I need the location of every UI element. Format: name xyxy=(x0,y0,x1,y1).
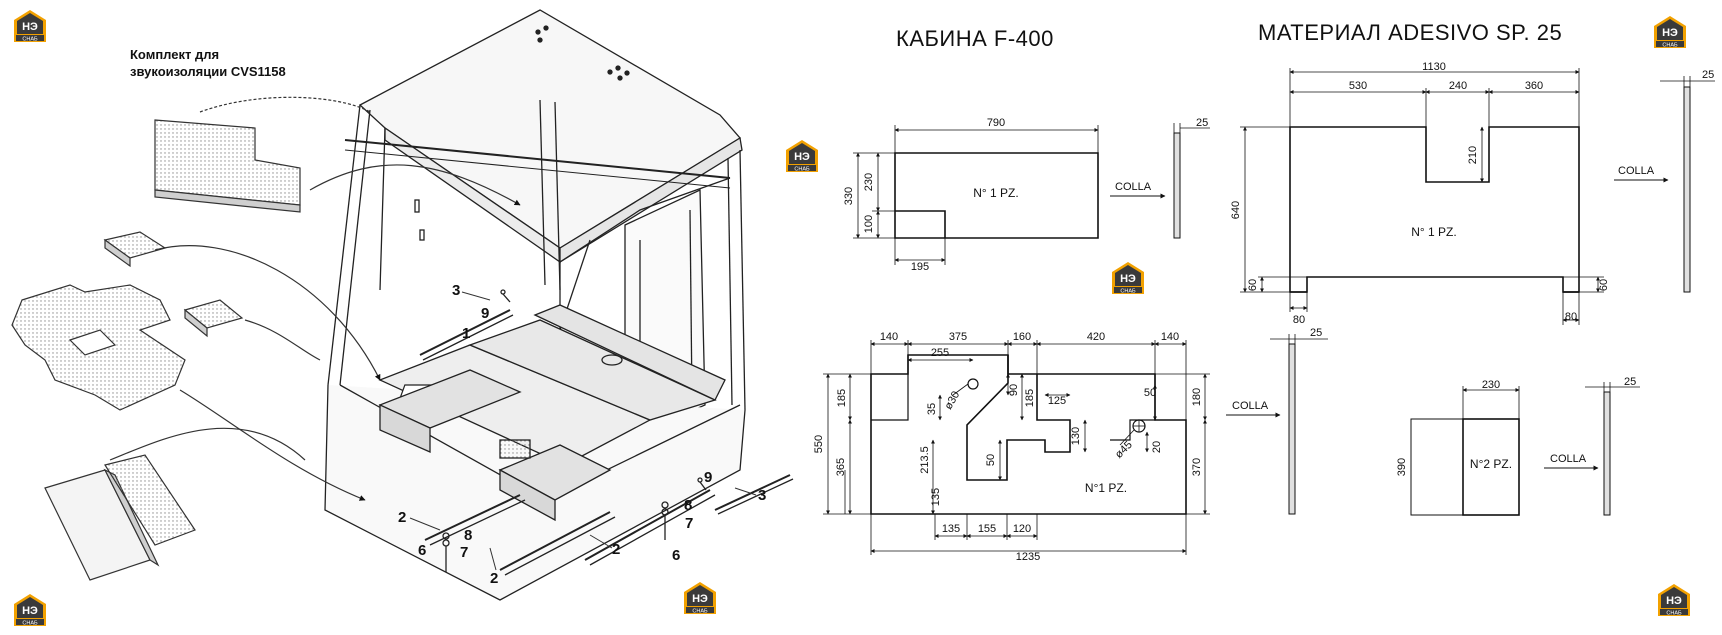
cab-title: КАБИНА F-400 xyxy=(896,26,1054,51)
callout-8: 8 xyxy=(684,497,692,514)
glue-label: COLLA xyxy=(1232,400,1269,412)
dim-80: 80 xyxy=(1565,311,1577,323)
callout-6: 6 xyxy=(418,542,426,559)
cab-isometric-view xyxy=(324,9,794,601)
dim-420: 420 xyxy=(1087,331,1105,343)
insulation-pieces xyxy=(11,119,301,581)
dim-140: 140 xyxy=(880,331,898,343)
dim-370: 370 xyxy=(1191,458,1203,476)
dim-185: 185 xyxy=(1024,389,1036,407)
panel-b-quantity: N° 1 PZ. xyxy=(1411,225,1456,239)
dim-330: 330 xyxy=(843,187,855,205)
kit-caption: Комплект для звукоизоляции CVS1158 xyxy=(130,46,286,80)
dim-390: 390 xyxy=(1396,458,1408,476)
dim-365: 365 xyxy=(835,458,847,476)
callout-7: 7 xyxy=(685,515,693,532)
dim-230: 230 xyxy=(1482,379,1500,391)
dim-50: 50 xyxy=(985,454,997,466)
dim-230: 230 xyxy=(863,173,875,191)
dim-dia-45: ø45 xyxy=(1113,439,1135,461)
dim-1235: 1235 xyxy=(1016,551,1040,563)
glue-label: COLLA xyxy=(1115,181,1152,193)
callout-7: 7 xyxy=(460,544,468,561)
dim-130: 130 xyxy=(1070,427,1082,445)
dim-135: 135 xyxy=(930,488,942,506)
dim-thickness: 25 xyxy=(1310,327,1322,339)
panel-a-quantity: N° 1 PZ. xyxy=(973,186,1018,200)
callout-9: 9 xyxy=(704,469,712,486)
glue-label: COLLA xyxy=(1550,453,1587,465)
dim-60: 60 xyxy=(1247,279,1259,291)
panel-a-drawing: 790 330 230 100 195 N° 1 PZ. COLLA 25 xyxy=(843,117,1210,273)
dim-20: 20 xyxy=(1151,441,1163,453)
kit-caption-line2: звукоизоляции CVS1158 xyxy=(130,64,286,79)
callout-9: 9 xyxy=(481,305,489,322)
dim-530: 530 xyxy=(1349,80,1367,92)
dim-thickness: 25 xyxy=(1196,117,1208,129)
panel-c-quantity: N°1 PZ. xyxy=(1085,481,1127,495)
callout-8: 8 xyxy=(464,527,472,544)
dim-160: 160 xyxy=(1013,331,1031,343)
dim-125: 125 xyxy=(1048,395,1066,407)
callout-3: 3 xyxy=(758,487,766,504)
glue-label: COLLA xyxy=(1618,165,1655,177)
callout-2: 2 xyxy=(398,509,406,526)
callout-2: 2 xyxy=(612,541,620,558)
material-title: МАТЕРИАЛ ADESIVO SP. 25 xyxy=(1258,20,1563,45)
dim-240: 240 xyxy=(1449,80,1467,92)
dim-550: 550 xyxy=(813,435,825,453)
dim-1130: 1130 xyxy=(1422,61,1446,73)
panel-c-drawing: 140 375 160 420 140 255 ø30 90 185 185 3… xyxy=(813,327,1328,563)
callout-1: 1 xyxy=(462,325,470,342)
dim-155: 155 xyxy=(978,523,996,535)
dim-213-5: 213.5 xyxy=(919,446,931,474)
callout-leaders xyxy=(409,291,757,571)
dim-thickness: 25 xyxy=(1624,376,1636,388)
leader-curves xyxy=(109,96,521,501)
dim-dia-30: ø30 xyxy=(942,389,962,411)
dim-50: 50 xyxy=(1144,387,1156,399)
dim-790: 790 xyxy=(987,117,1005,129)
callout-3: 3 xyxy=(452,282,460,299)
dim-255: 255 xyxy=(931,347,949,359)
dim-90: 90 xyxy=(1008,384,1020,396)
dim-210: 210 xyxy=(1467,146,1479,164)
dim-100: 100 xyxy=(863,215,875,233)
callout-2: 2 xyxy=(490,570,498,587)
panel-d-quantity: N°2 PZ. xyxy=(1470,457,1512,471)
part-callouts: 1 2 2 2 3 3 6 6 7 7 8 8 9 9 xyxy=(398,282,766,587)
dim-140: 140 xyxy=(1161,331,1179,343)
dim-thickness: 25 xyxy=(1702,69,1714,81)
dim-360: 360 xyxy=(1525,80,1543,92)
dim-180: 180 xyxy=(1191,388,1203,406)
dim-135: 135 xyxy=(942,523,960,535)
kit-caption-line1: Комплект для xyxy=(130,47,220,62)
dim-185: 185 xyxy=(836,389,848,407)
dim-35: 35 xyxy=(926,403,938,415)
dim-375: 375 xyxy=(949,331,967,343)
dim-80: 80 xyxy=(1293,314,1305,326)
dim-640: 640 xyxy=(1230,201,1242,219)
panel-b-drawing: 1130 530 240 360 210 640 60 80 80 60 N° … xyxy=(1230,61,1715,326)
dim-60: 60 xyxy=(1598,279,1610,291)
dim-195: 195 xyxy=(911,261,929,273)
panel-d-drawing: 230 390 N°2 PZ. COLLA 25 xyxy=(1396,376,1640,516)
dim-120: 120 xyxy=(1013,523,1031,535)
callout-6: 6 xyxy=(672,547,680,564)
